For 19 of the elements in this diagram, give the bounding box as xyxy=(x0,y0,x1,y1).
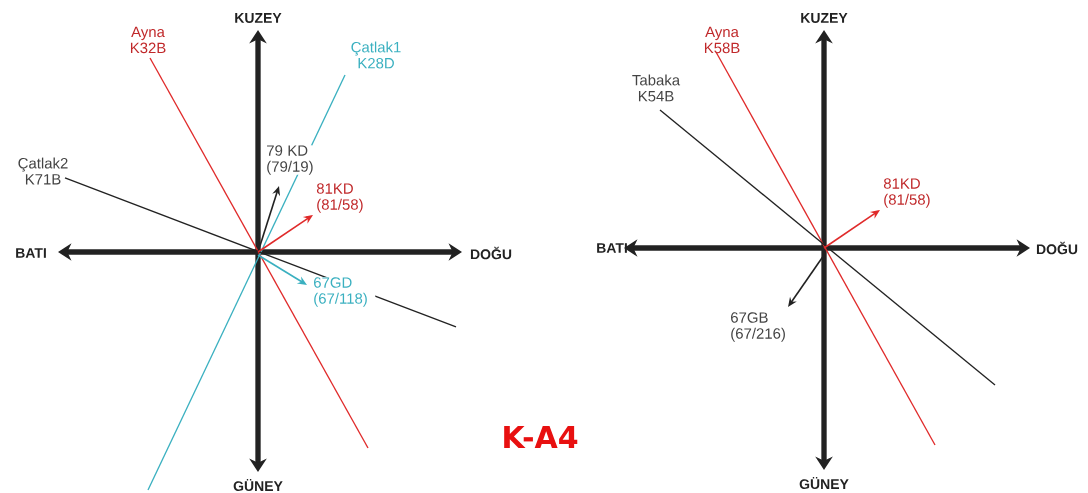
figure-label: K-A4 xyxy=(504,426,578,448)
structure-label: Çatlak1 K28D xyxy=(351,41,401,69)
structure-label: Çatlak2 K71B xyxy=(18,157,68,185)
structure-label: Tabaka K54B xyxy=(632,74,681,102)
dip-label: 67GB (67/216) xyxy=(730,312,793,342)
dip-label: 81KD (81/58) xyxy=(883,178,940,208)
dip-label: 81KD (81/58) xyxy=(316,183,373,213)
direction-label: BATI xyxy=(597,243,627,253)
direction-label: GÜNEY xyxy=(799,476,849,490)
direction-label: GÜNEY xyxy=(233,478,283,492)
direction-label: KUZEY xyxy=(801,13,848,23)
structure-label: Ayna K58B xyxy=(705,26,740,54)
direction-label: BATI xyxy=(16,248,46,258)
direction-label: DOĞU xyxy=(1036,241,1078,255)
structure-label: Ayna K32B xyxy=(130,26,166,54)
dip-label: 79 KD (79/19) xyxy=(266,145,313,175)
dip-label: 67GD (67/118) xyxy=(313,277,376,307)
direction-label: DOĞU xyxy=(470,246,512,260)
direction-label: KUZEY xyxy=(235,13,282,23)
